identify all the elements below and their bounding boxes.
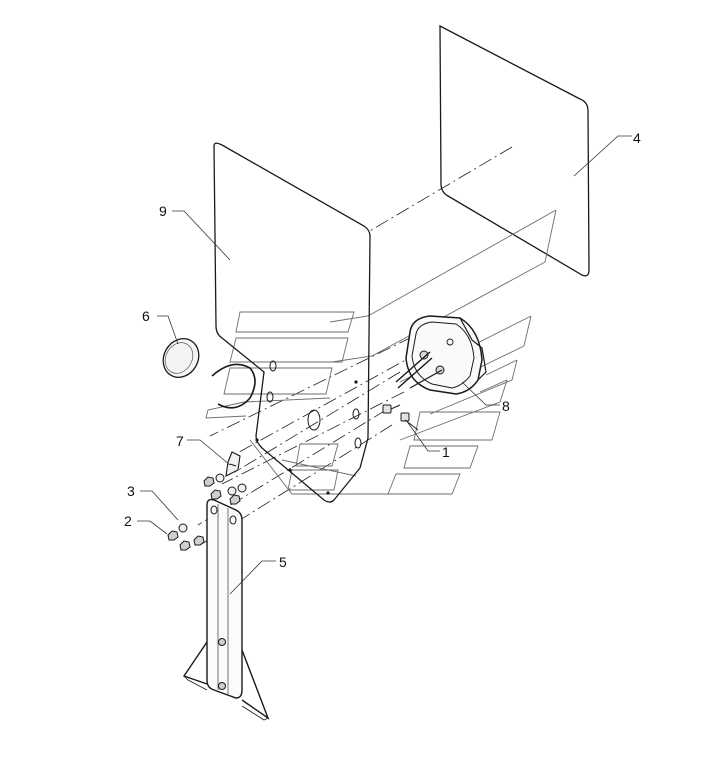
callout-6: 6 — [142, 308, 150, 324]
callout-7: 7 — [176, 433, 184, 449]
part-1-bolts — [382, 404, 419, 431]
callout-9: 9 — [159, 203, 167, 219]
part-7-bracket-clip — [225, 451, 241, 477]
callout-5: 5 — [279, 554, 287, 570]
ghost-outline-mount-frame — [205, 209, 557, 495]
assembly-axis-lines — [197, 146, 513, 546]
part-5-mounting-bracket — [182, 498, 270, 721]
part-3-washers — [178, 473, 247, 533]
mirror-gasket — [211, 363, 256, 409]
part-4-rear-panel — [439, 24, 590, 277]
part-8-lamp-housing — [395, 315, 487, 395]
callout-4: 4 — [633, 130, 641, 146]
part-9-front-panel — [213, 142, 371, 503]
part-6-round-mirror — [162, 338, 200, 378]
callout-2: 2 — [124, 513, 132, 529]
ghost-tiles — [223, 311, 501, 495]
leader-lines — [137, 135, 632, 595]
callout-1: 1 — [442, 444, 450, 460]
callout-3: 3 — [127, 483, 135, 499]
callout-8: 8 — [502, 398, 510, 414]
